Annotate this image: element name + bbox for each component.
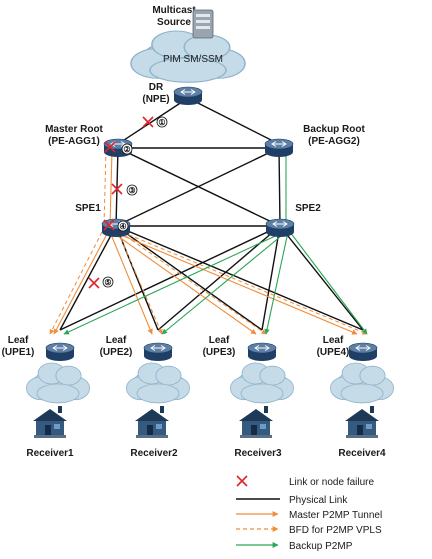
failure-marks (88, 116, 154, 289)
source-title-1: Multicast (152, 5, 196, 16)
legend-physical-link-label: Physical Link (289, 495, 348, 506)
failure-1-label: ① (158, 118, 165, 127)
receiver4-label: Receiver4 (338, 448, 386, 459)
router-icon (247, 342, 277, 362)
receiver-cloud (25, 362, 395, 404)
house-icon (33, 406, 67, 438)
backup-root-label-2: (PE-AGG2) (308, 136, 360, 147)
receiver2-label: Receiver2 (130, 448, 178, 459)
failure-labels: ① ② ③ ④ ⑤ (102, 116, 168, 288)
router-icon (173, 86, 203, 106)
legend-bfd-label: BFD for P2MP VPLS (289, 525, 382, 536)
leaf3-label-2: (UPE3) (203, 347, 236, 358)
receiver3-label: Receiver3 (234, 448, 282, 459)
failure-2-label: ② (123, 145, 130, 154)
master-root-label-2: (PE-AGG1) (48, 136, 100, 147)
master-p2mp-tunnel (53, 149, 358, 335)
legend-backup-label: Backup P2MP (289, 541, 353, 552)
dr-label-1: DR (149, 82, 164, 93)
physical-links (59, 97, 364, 331)
router-icon (265, 218, 295, 238)
router-icon (45, 342, 75, 362)
router-icon (264, 138, 294, 158)
house-icon (345, 406, 379, 438)
leaf1-label-1: Leaf (8, 335, 29, 346)
failure-3-label: ③ (128, 186, 135, 195)
backup-root-label-1: Backup Root (303, 124, 365, 135)
leaf1-label-2: (UPE1) (2, 347, 35, 358)
bfd-p2mp-vpls (49, 149, 368, 335)
cloud-label: PIM SM/SSM (163, 54, 223, 65)
legend: Link or node failure Physical Link Maste… (236, 475, 382, 552)
legend-failure-label: Link or node failure (289, 477, 374, 488)
spe1-label: SPE1 (75, 203, 101, 214)
legend-master-tunnel-label: Master P2MP Tunnel (289, 510, 382, 521)
receiver1-label: Receiver1 (26, 448, 74, 459)
server-icon (192, 9, 214, 39)
failure-4-label: ④ (119, 222, 126, 231)
router-icon (348, 342, 378, 362)
source-title-2: Source (157, 17, 191, 28)
leaf2-label-2: (UPE2) (100, 347, 133, 358)
legend-failure-icon (236, 475, 248, 487)
dr-label-2: (NPE) (142, 94, 169, 105)
house-icon (239, 406, 273, 438)
house-icon (135, 406, 169, 438)
leaf3-label-1: Leaf (209, 335, 230, 346)
master-root-label-1: Master Root (45, 124, 103, 135)
leaf2-label-1: Leaf (106, 335, 127, 346)
failure-5-label: ⑤ (104, 278, 111, 287)
leaf4-label-2: (UPE4) (317, 347, 350, 358)
backup-p2mp (63, 150, 368, 335)
leaf4-label-1: Leaf (323, 335, 344, 346)
spe2-label: SPE2 (295, 203, 321, 214)
router-icon (143, 342, 173, 362)
